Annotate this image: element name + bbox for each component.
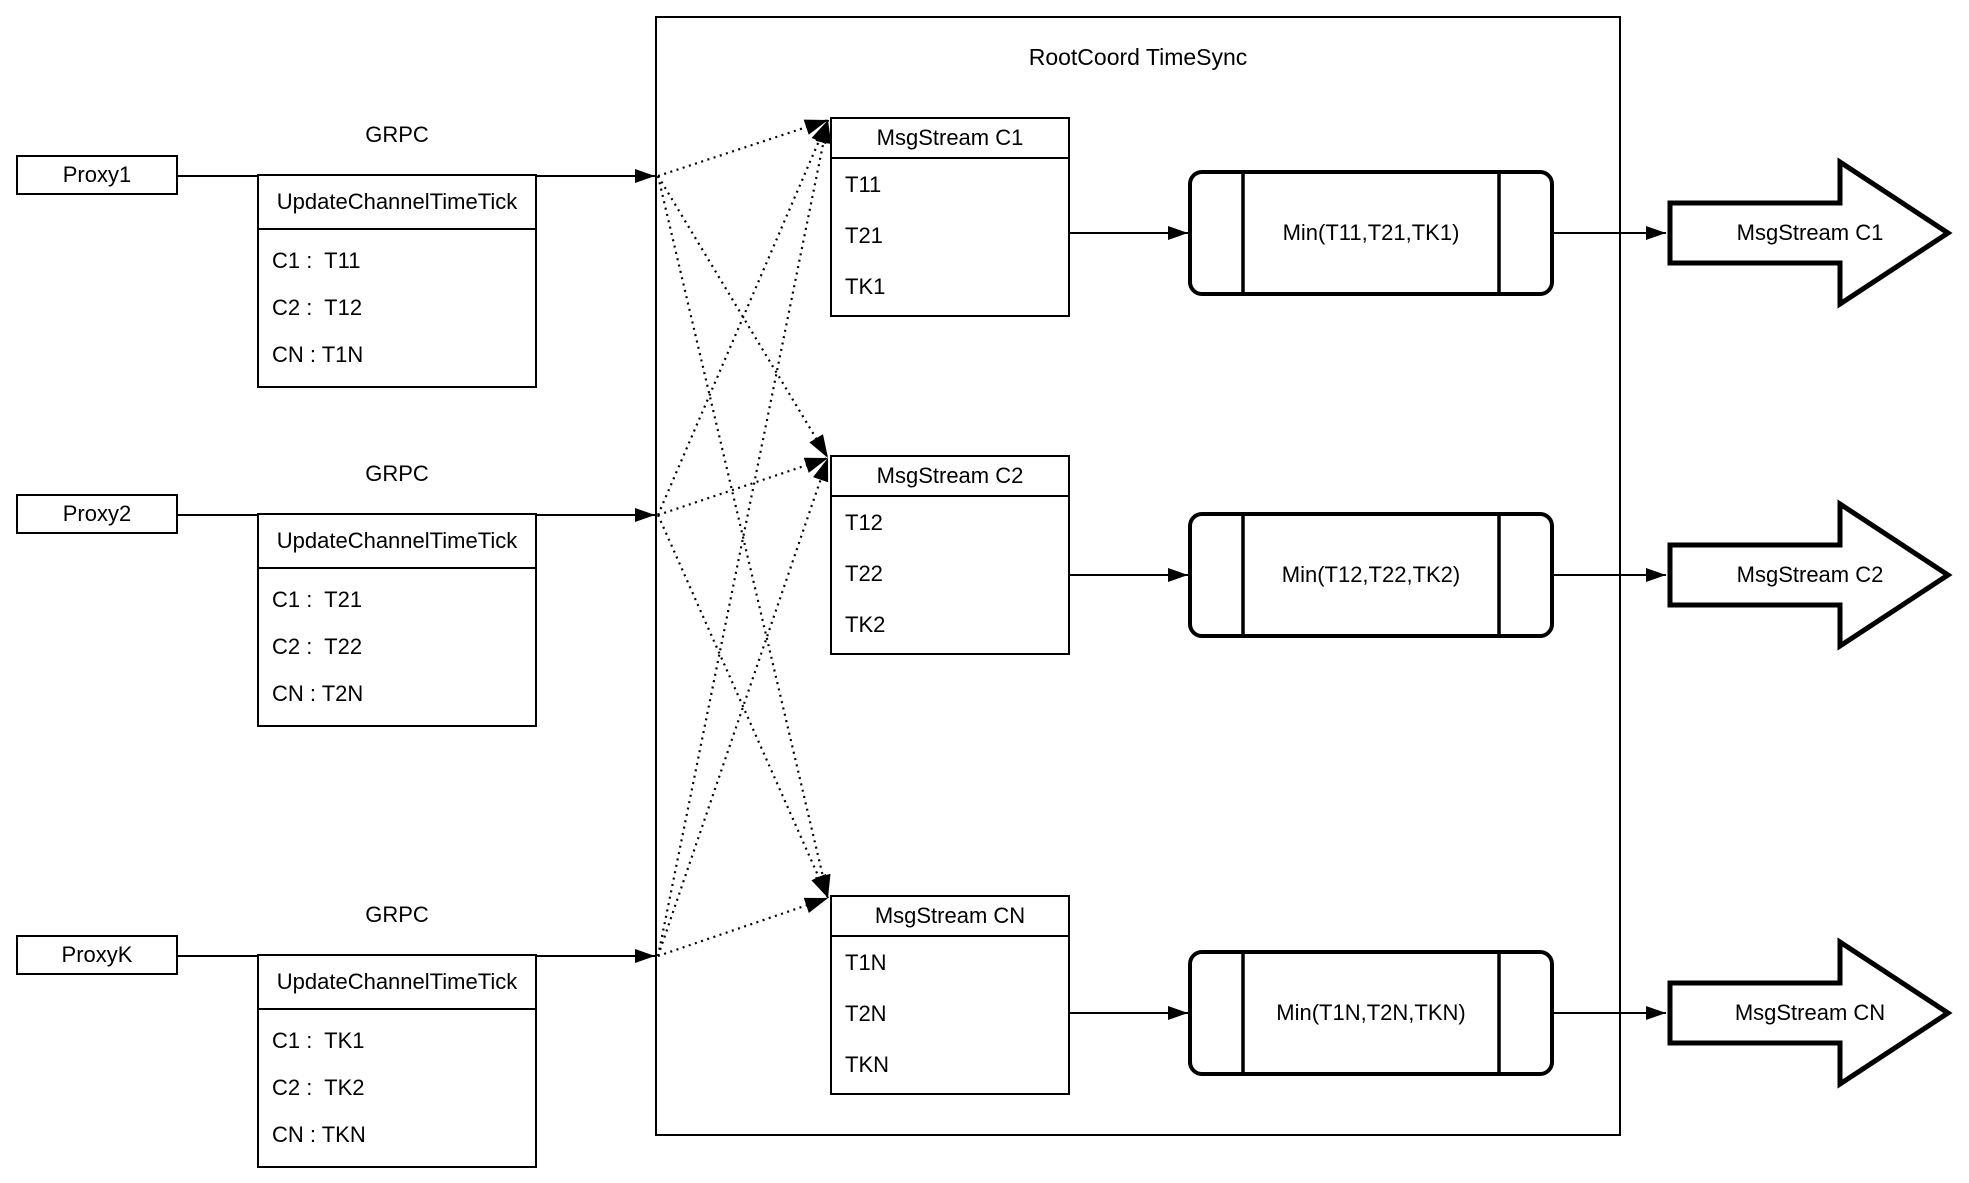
min-box-label-c1: Min(T11,T21,TK1) [1282,220,1460,245]
min-box-shape-c2 [1188,512,1554,638]
msgstream-table-body-cn: T1N T2N TKN [832,937,1068,1093]
dotted-connector-p2-c1 [656,119,830,516]
proxy1-label: Proxy1 [62,162,132,187]
tick-row: T2N [845,1001,887,1026]
dotted-connector-p2-cn [656,514,830,899]
update-table-row: CN : T1N [272,342,364,367]
update-table-body-1: C1 : T11 C2 : T12 CN : T1N [259,230,535,386]
dotted-connector-pk-cn [657,896,829,958]
msgstream-table-cn: MsgStream CN T1N T2N TKN [830,895,1070,1095]
tick-row: T12 [845,510,883,535]
msgstream-table-c2: MsgStream C2 T12 T22 TK2 [830,455,1070,655]
update-table-row: C1 : T11 [272,248,361,273]
update-table-row: C1 : TK1 [272,1028,365,1053]
update-table-header-3: UpdateChannelTimeTick [259,956,535,1010]
min-box-shape-c1 [1188,170,1554,296]
out-arrow-label-c1: MsgStream C1 [1736,220,1884,245]
proxy2-label: Proxy2 [62,501,132,526]
proxyk-box: ProxyK [16,935,178,975]
msgstream-table-body-c2: T12 T22 TK2 [832,497,1068,653]
update-channel-table-1: UpdateChannelTimeTick C1 : T11 C2 : T12 … [257,174,537,388]
update-table-row: CN : T2N [272,681,364,706]
out-arrow-shape-cn [1667,937,1953,1089]
update-table-row: CN : TKN [272,1122,366,1147]
rootcoord-box [655,16,1621,1136]
rootcoord-title: RootCoord TimeSync [1028,44,1248,70]
dotted-connector-p1-cn [656,175,831,899]
tick-row: TK2 [845,612,886,637]
update-table-row: C2 : T12 [272,295,363,320]
min-box-label-c2: Min(T12,T22,TK2) [1281,562,1461,587]
proxyk-label: ProxyK [61,942,133,967]
grpc-label-1: GRPC [365,122,429,147]
update-table-body-3: C1 : TK1 C2 : TK2 CN : TKN [259,1010,535,1166]
tick-row: T11 [845,172,882,197]
out-arrow-shape-c1 [1667,157,1953,309]
min-box-label-cn: Min(T1N,T2N,TKN) [1276,1000,1466,1025]
update-table-row: C2 : T22 [272,634,363,659]
out-arrow-shape-c2 [1667,499,1953,651]
tick-row: T21 [845,223,883,248]
tick-row: T22 [845,561,883,586]
dotted-connector-p1-c2 [657,175,829,459]
update-table-row: C1 : T21 [272,587,363,612]
proxy2-box: Proxy2 [16,494,178,534]
update-table-body-2: C1 : T21 C2 : T22 CN : T2N [259,569,535,725]
update-channel-table-2: UpdateChannelTimeTick C1 : T21 C2 : T22 … [257,513,537,727]
msgstream-table-header-cn: MsgStream CN [832,897,1068,937]
tick-row: TK1 [845,274,886,299]
msgstream-table-body-c1: T11 T21 TK1 [832,159,1068,315]
grpc-label-2: GRPC [365,461,429,486]
update-table-row: C2 : TK2 [272,1075,365,1100]
update-table-header-1: UpdateChannelTimeTick [259,176,535,230]
out-arrow-label-c2: MsgStream C2 [1736,562,1884,587]
update-table-header-2: UpdateChannelTimeTick [259,515,535,569]
out-arrow-label-cn: MsgStream CN [1734,1000,1886,1025]
msgstream-table-header-c1: MsgStream C1 [832,119,1068,159]
tick-row: T1N [845,950,887,975]
proxy1-box: Proxy1 [16,155,178,195]
msgstream-table-header-c2: MsgStream C2 [832,457,1068,497]
msgstream-table-c1: MsgStream C1 T11 T21 TK1 [830,117,1070,317]
tick-row: TKN [845,1052,889,1077]
min-box-shape-cn [1188,950,1554,1076]
update-channel-table-3: UpdateChannelTimeTick C1 : TK1 C2 : TK2 … [257,954,537,1168]
grpc-label-3: GRPC [365,902,429,927]
